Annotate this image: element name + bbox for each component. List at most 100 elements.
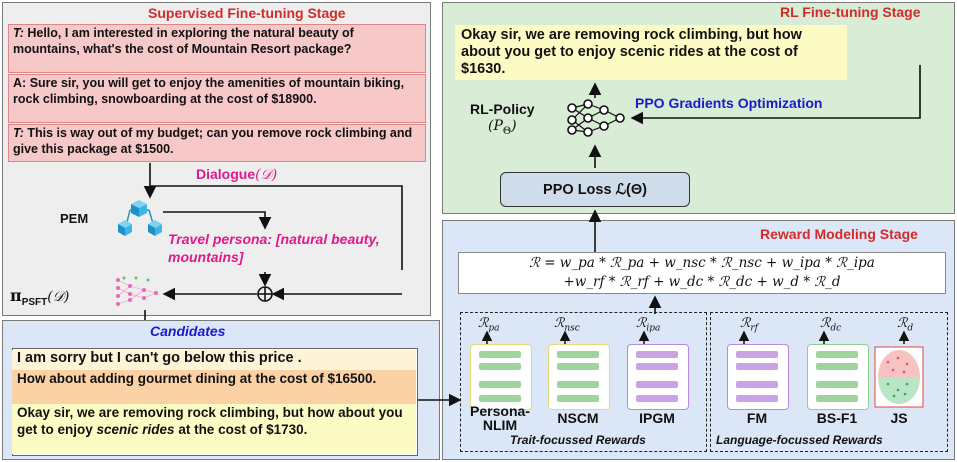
policy-sft-label: πPSFT(𝒟) (10, 286, 69, 308)
reward-formula-line-2: +w_rf * ℛ_rf + w_dc * ℛ_dc + w_d * ℛ_d (563, 274, 841, 290)
dialogue-turn-3: T: This is way out of my budget; can you… (8, 124, 426, 162)
rl-policy-close: ) (511, 118, 517, 134)
neural-network-icon (116, 276, 158, 306)
rl-response-box: Okay sir, we are removing rock climbing,… (455, 25, 847, 80)
pem-label: PEM (60, 211, 89, 226)
rl-policy-p: (P (488, 118, 503, 134)
reward-symbol-ipa-sub: ipa (646, 323, 661, 334)
reward-formula-box: ℛ = w_pa * ℛ_pa + w_nsc * ℛ_nsc + w_ipa … (458, 252, 946, 294)
rl-response-text: Okay sir, we are removing rock climbing,… (461, 27, 802, 77)
reward-symbol-ipa: ℛipa (636, 316, 660, 334)
encoder-bar (636, 381, 678, 388)
sft-title: Supervised Fine-tuning Stage (148, 5, 346, 21)
encoder-bar (736, 351, 778, 358)
language-rewards-label: Language-focussed Rewards (716, 433, 883, 447)
reward-symbol-nsc: ℛnsc (554, 316, 580, 334)
dialogue-label-symbol: (𝒟) (255, 167, 278, 183)
model-name-persona-nlim-1: Persona- (470, 403, 530, 419)
encoder-bar (557, 363, 599, 370)
reward-symbol-rf: ℛrf (740, 316, 758, 334)
dialogue-label-text: Dialogue (196, 166, 256, 182)
turn-2-prefix: A: (13, 76, 27, 90)
dialogue-turn-2: A: Sure sir, you will get to enjoy the a… (8, 74, 426, 123)
encoder-bar (736, 395, 778, 402)
js-divergence-icon (874, 346, 924, 408)
candidate-3-a: Okay sir, we are removing rock climbing,… (17, 405, 403, 437)
policy-arg: (𝒟) (47, 289, 70, 305)
encoder-bar (479, 395, 521, 402)
encoder-bar (736, 381, 778, 388)
rl-policy-label: RL-Policy (470, 101, 535, 117)
encoder-bar (479, 363, 521, 370)
reward-title: Reward Modeling Stage (760, 226, 918, 242)
reward-symbol-nsc-r: ℛ (554, 316, 565, 331)
encoder-bar (636, 363, 678, 370)
encoder-bar (816, 363, 858, 370)
candidates-title: Candidates (150, 323, 226, 339)
turn-2-text: Sure sir, you will get to enjoy the amen… (13, 76, 405, 106)
encoder-bar (816, 381, 858, 388)
reward-symbol-nsc-sub: nsc (564, 323, 580, 334)
candidate-2: How about adding gourmet dining at the c… (12, 370, 416, 404)
candidate-1: I am sorry but I can't go below this pri… (12, 350, 416, 370)
persona-label: Travel persona: [natural beauty, mountai… (168, 231, 380, 265)
turn-1-prefix: T: (13, 26, 24, 40)
turn-3-text: This is way out of my budget; can you re… (13, 126, 413, 156)
policy-sub: PSFT (21, 296, 48, 308)
policy-pi: π (10, 286, 22, 305)
reward-symbol-dc-sub: dc (830, 323, 842, 334)
model-card-ipgm (627, 344, 689, 410)
turn-3-prefix: T: (13, 126, 24, 140)
rl-title: RL Fine-tuning Stage (780, 4, 921, 20)
candidate-3-b: at the cost of $1730. (174, 422, 308, 437)
model-name-persona-nlim-2: NLIM (482, 417, 518, 433)
dialogue-label: Dialogue(𝒟) (196, 166, 277, 183)
formula-up-arrow (648, 295, 662, 314)
model-card-bs-f1 (807, 344, 869, 410)
model-name-persona-nlim: Persona- NLIM (462, 404, 538, 432)
ppo-loss-text: PPO Loss ℒ(Θ) (543, 181, 647, 198)
candidate-3-em: scenic rides (96, 422, 175, 437)
encoder-bar (557, 381, 599, 388)
model-name-nscm: NSCM (557, 410, 599, 426)
ppo-loss-box: PPO Loss ℒ(Θ) (500, 172, 690, 207)
encoder-bar (816, 351, 858, 358)
rl-arrows (588, 65, 921, 252)
encoder-bar (557, 395, 599, 402)
reward-symbol-rf-r: ℛ (740, 316, 751, 331)
reward-symbol-pa: ℛpa (478, 316, 500, 334)
rl-network-icon (567, 99, 625, 137)
encoder-bar (636, 395, 678, 402)
candidates-to-reward-arrow (418, 393, 462, 407)
trait-rewards-group (460, 312, 707, 452)
model-name-js: JS (890, 410, 908, 426)
reward-symbol-d-r: ℛ (897, 316, 908, 331)
model-card-fm (727, 344, 789, 410)
reward-symbol-rf-sub: rf (750, 323, 759, 334)
reward-symbol-dc: ℛdc (820, 316, 841, 334)
pem-icon (118, 200, 162, 236)
dialogue-turn-1: T: Hello, I am interested in exploring t… (8, 24, 426, 73)
model-name-fm: FM (746, 410, 768, 426)
sft-arrows (143, 163, 403, 320)
encoder-bar (636, 351, 678, 358)
model-name-bs-f1: BS-F1 (816, 410, 858, 426)
reward-symbol-ipa-r: ℛ (636, 316, 647, 331)
rl-policy-sub: Θ (502, 125, 512, 137)
reward-symbol-d: ℛd (897, 316, 913, 334)
model-name-ipgm: IPGM (639, 410, 675, 426)
turn-1-text: Hello, I am interested in exploring the … (13, 26, 354, 56)
language-rewards-group (710, 312, 948, 452)
encoder-bar (557, 351, 599, 358)
reward-symbol-d-sub: d (907, 323, 914, 334)
reward-symbol-dc-r: ℛ (820, 316, 831, 331)
encoder-bar (736, 363, 778, 370)
trait-rewards-label: Trait-focussed Rewards (510, 433, 646, 447)
model-card-nscm (548, 344, 610, 410)
ppo-optimization-label: PPO Gradients Optimization (635, 95, 823, 111)
model-card-persona-nlim (470, 344, 532, 410)
encoder-bar (479, 381, 521, 388)
model-arrows (481, 330, 910, 344)
reward-symbol-pa-r: ℛ (478, 316, 489, 331)
encoder-bar (479, 351, 521, 358)
